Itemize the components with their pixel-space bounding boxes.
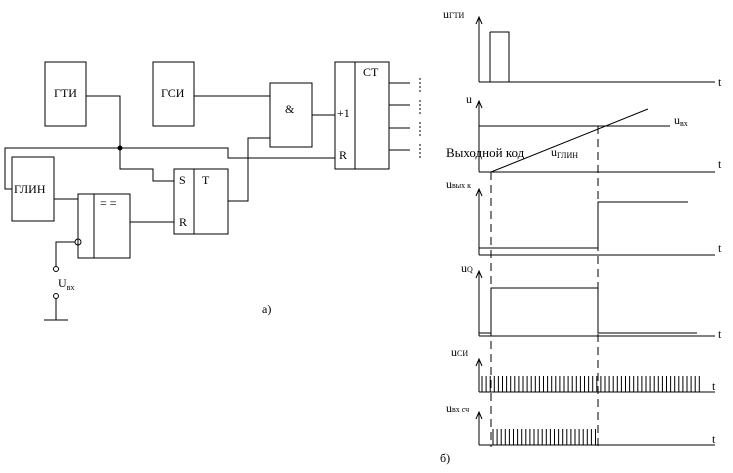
- glin-label: ГЛИН: [14, 182, 46, 196]
- plot-flipflop-q: uQ t: [461, 261, 722, 341]
- svg-text:u: u: [466, 92, 472, 106]
- comparator-label: = =: [100, 196, 117, 210]
- uvx-label: uвх: [674, 113, 688, 128]
- and-label: &: [285, 102, 295, 116]
- caption-a: а): [262, 302, 271, 316]
- counter-pulses: [492, 429, 596, 445]
- plot-clock: uСИ t: [451, 345, 716, 393]
- circuit-diagram: ГТИ ГСИ & СТ +1 R Выходной код ГЛИН = = …: [4, 61, 525, 321]
- flipflop-r: R: [179, 215, 187, 229]
- svg-text:t: t: [712, 432, 716, 446]
- gsi-label: ГСИ: [161, 86, 185, 100]
- plot-ugti: uГТИ t: [443, 7, 722, 89]
- gti-block: [44, 61, 87, 127]
- svg-text:t: t: [718, 327, 722, 341]
- caption-b: б): [440, 451, 450, 465]
- output-code-label: Выходной код: [446, 145, 525, 160]
- timing-diagrams: uГТИ t u uвх uГЛИН t uвых к t: [440, 7, 722, 465]
- circuit-wires: [4, 95, 335, 321]
- uglin-ramp: [490, 108, 649, 173]
- counter-plus: +1: [337, 106, 350, 120]
- svg-text:uвых к: uвых к: [446, 177, 471, 191]
- svg-text:uQ: uQ: [461, 261, 473, 275]
- uglin-label: uГЛИН: [551, 145, 578, 160]
- clock-pulses: [481, 376, 700, 392]
- plot-comparator-output: uвых к t: [446, 177, 722, 256]
- svg-text:t: t: [712, 379, 716, 393]
- counter-title: СТ: [363, 65, 379, 79]
- svg-text:t: t: [718, 157, 722, 171]
- input-voltage-label: Uвх: [58, 276, 74, 292]
- gsi-block: [152, 61, 195, 127]
- svg-text:t: t: [718, 75, 722, 89]
- plot-counter-input: uвх сч t: [446, 401, 716, 446]
- svg-text:uСИ: uСИ: [451, 345, 468, 359]
- flipflop-t: T: [202, 173, 210, 187]
- svg-text:uГТИ: uГТИ: [443, 7, 465, 21]
- svg-text:t: t: [718, 241, 722, 255]
- plot-ramp: u uвх uГЛИН t: [466, 92, 722, 173]
- svg-text:uвх сч: uвх сч: [446, 401, 469, 415]
- flipflop-s: S: [179, 173, 186, 187]
- comparator-block: [77, 193, 131, 259]
- gti-label: ГТИ: [54, 86, 77, 100]
- counter-reset: R: [339, 148, 347, 162]
